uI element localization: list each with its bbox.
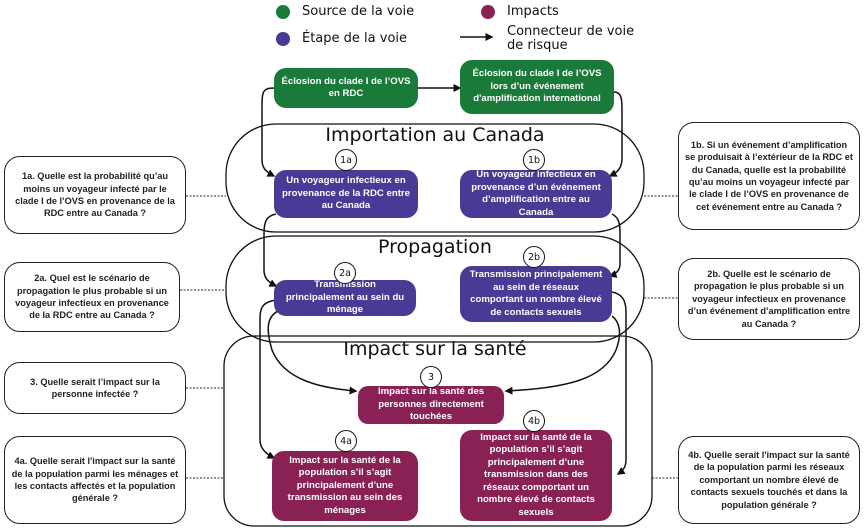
section-container-propagation xyxy=(225,235,645,343)
node-step-2b: Transmission principalement au sein de r… xyxy=(460,266,612,322)
node-impact-4a: Impact sur la santé de la population s’i… xyxy=(272,451,418,521)
badge-2a: 2a xyxy=(334,262,356,284)
arrow-2b-to-4b xyxy=(611,291,627,475)
section-container-importation xyxy=(225,123,645,233)
legend-step-label: Étape de la voie xyxy=(302,31,408,46)
arrow-1b-to-2b xyxy=(608,213,621,278)
section-title-propagation: Propagation xyxy=(378,236,492,258)
node-impact-4b: Impact sur la santé de la population s’i… xyxy=(460,430,612,521)
node-source-rdc: Éclosion du clade I de l’OVS en RDC xyxy=(274,68,418,108)
arrow-source-rdc-to-1a xyxy=(261,87,276,177)
arrow-source-intl-to-1b xyxy=(608,91,623,177)
legend-impact-label: Impacts xyxy=(507,4,559,19)
arrow-2a-to-4a xyxy=(259,299,277,459)
question-2a: 2a. Quel est le scénario de propagation … xyxy=(4,262,180,332)
node-impact-3: Impact sur la santé des personnes direct… xyxy=(358,386,504,424)
legend-impact-dot-icon xyxy=(481,5,495,19)
section-container-impact xyxy=(223,335,653,527)
arrow-2b-to-3 xyxy=(504,315,621,395)
badge-3: 3 xyxy=(420,366,442,388)
arrow-1a-to-2a xyxy=(263,213,278,287)
question-2b: 2b. Quelle est le scénario de propagatio… xyxy=(678,258,860,340)
node-step-1a: Un voyageur infectieux en provenance de … xyxy=(274,170,418,218)
question-3: 3. Quelle serait l’impact sur la personn… xyxy=(4,362,186,414)
node-source-intl: Éclosion du clade I de l’OVS lors d’un é… xyxy=(460,60,614,114)
badge-2b: 2b xyxy=(523,246,545,268)
legend-step-dot-icon xyxy=(276,32,290,46)
badge-4a: 4a xyxy=(335,430,357,452)
legend-source-label: Source de la voie xyxy=(302,4,415,19)
badge-1a: 1a xyxy=(335,149,357,171)
badge-1b: 1b xyxy=(523,149,545,171)
badge-4b: 4b xyxy=(523,410,545,432)
legend-connector-label: Connecteur de voie de risque xyxy=(507,24,635,53)
node-step-1b: Un voyageur infectieux en provenance d’u… xyxy=(460,169,612,218)
section-title-importation: Importation au Canada xyxy=(325,124,545,146)
question-1b: 1b. Si un événement d’amplification se p… xyxy=(678,122,860,230)
node-step-2a: Transmission principalement au sein du m… xyxy=(274,279,416,316)
arrow-2a-to-3 xyxy=(267,309,358,395)
section-title-impact: Impact sur la santé xyxy=(343,338,527,360)
question-4b: 4b. Quelle serait l'impact sur la santé … xyxy=(678,436,860,524)
legend-source-dot-icon xyxy=(276,5,290,19)
question-1a: 1a. Quelle est la probabilité qu’au moin… xyxy=(4,156,186,234)
question-4a: 4a. Quelle serait l'impact sur la santé … xyxy=(4,436,186,524)
